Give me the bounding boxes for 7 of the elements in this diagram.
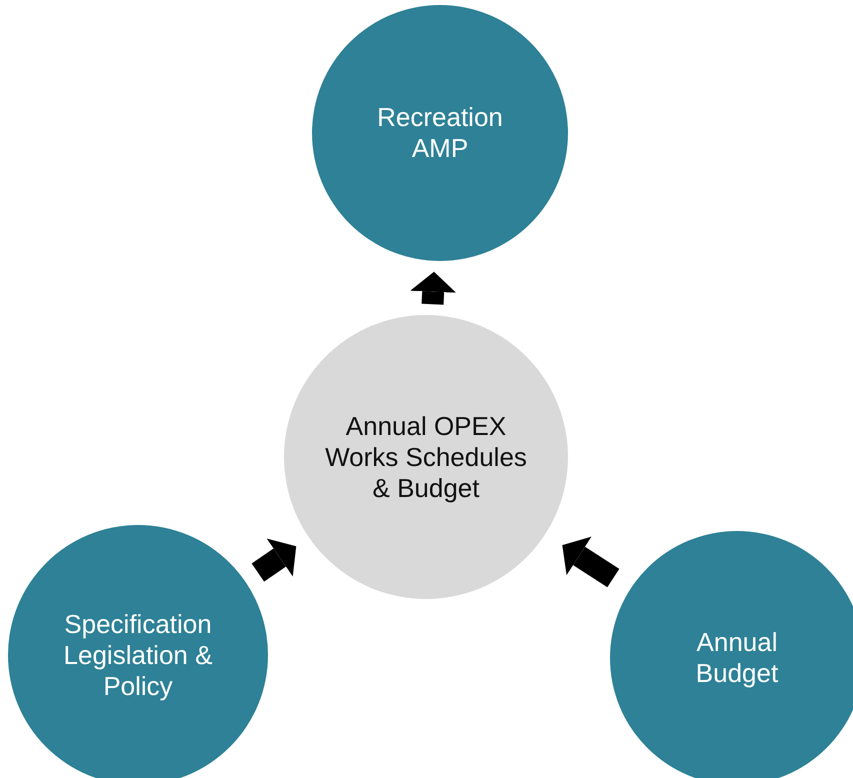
node-label: Specification Legislation & Policy: [62, 608, 214, 702]
block-arrow: [252, 538, 296, 582]
node-label: Annual OPEX Works Schedules & Budget: [324, 410, 528, 504]
node-label: Recreation AMP: [376, 102, 504, 164]
block-arrow: [410, 272, 456, 305]
block-arrow: [562, 536, 620, 588]
node-label: Annual Budget: [694, 627, 780, 689]
